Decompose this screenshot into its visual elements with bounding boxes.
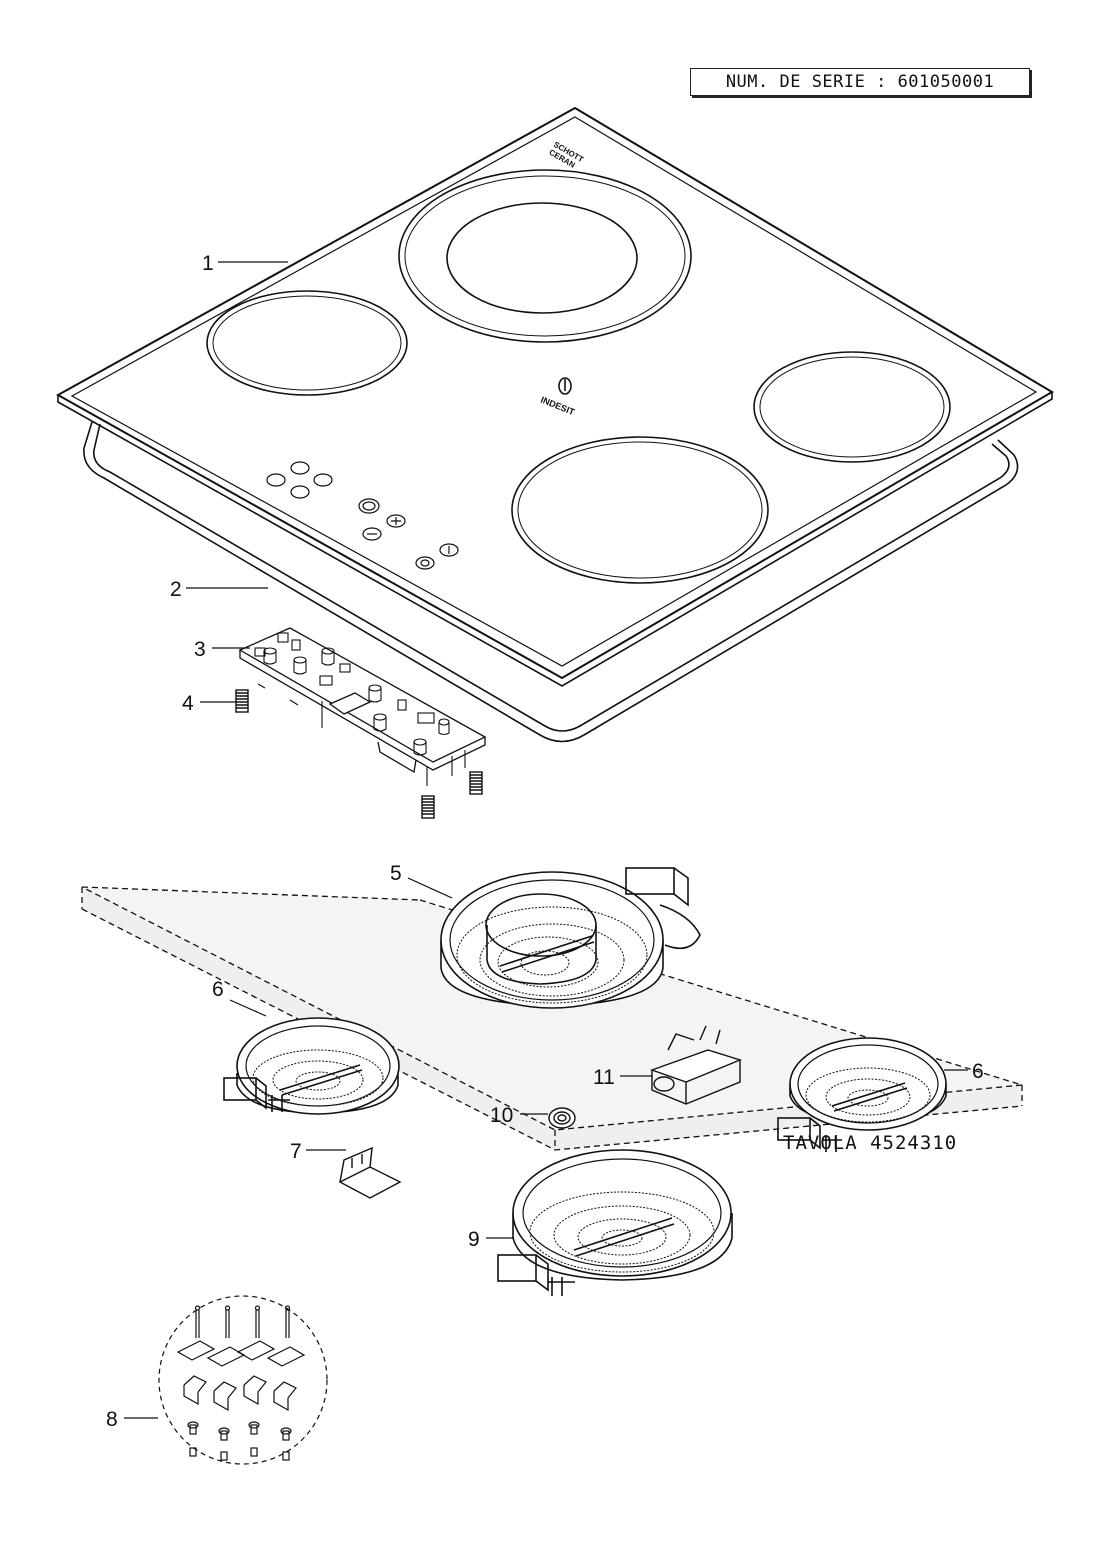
callout-9: 9 xyxy=(468,1228,480,1251)
bracket xyxy=(338,1146,402,1199)
dual-heating-element xyxy=(440,867,701,1009)
touch-controls xyxy=(266,461,459,570)
callout-3: 3 xyxy=(194,638,206,661)
callout-1: 1 xyxy=(202,252,214,275)
gasket-frame xyxy=(83,421,1019,743)
grommet xyxy=(548,1107,576,1129)
callout-11: 11 xyxy=(593,1066,615,1089)
springs xyxy=(235,689,483,819)
callout-7: 7 xyxy=(290,1140,302,1163)
indesit-logo: INDESIT xyxy=(539,377,576,418)
schott-ceran-logo: SCHOTT CERAN xyxy=(548,140,586,170)
control-pcb xyxy=(238,627,487,786)
fixing-kit xyxy=(158,1295,328,1465)
svg-text:INDESIT: INDESIT xyxy=(539,395,576,418)
drawing-number-label: TAVOLA 4524310 xyxy=(783,1132,958,1154)
heating-element-front xyxy=(497,1149,733,1296)
heating-element-left xyxy=(223,1017,400,1115)
serial-number-label: NUM. DE SERIE : 601050001 xyxy=(690,68,1030,96)
heating-element-right xyxy=(777,1037,947,1152)
ceramic-glass-top: SCHOTT CERAN INDESIT xyxy=(55,106,1054,687)
callout-numbers: 1 2 3 4 5 6 6 7 8 9 10 11 xyxy=(106,252,984,1431)
callout-10: 10 xyxy=(490,1104,513,1127)
callout-8: 8 xyxy=(106,1408,118,1431)
callout-leaders xyxy=(124,261,968,1419)
callout-6-left: 6 xyxy=(212,978,224,1001)
callout-5: 5 xyxy=(390,862,402,885)
callout-6-right: 6 xyxy=(972,1060,984,1083)
callout-2: 2 xyxy=(170,578,182,601)
callout-4: 4 xyxy=(182,692,194,715)
terminal-block xyxy=(649,1025,743,1105)
